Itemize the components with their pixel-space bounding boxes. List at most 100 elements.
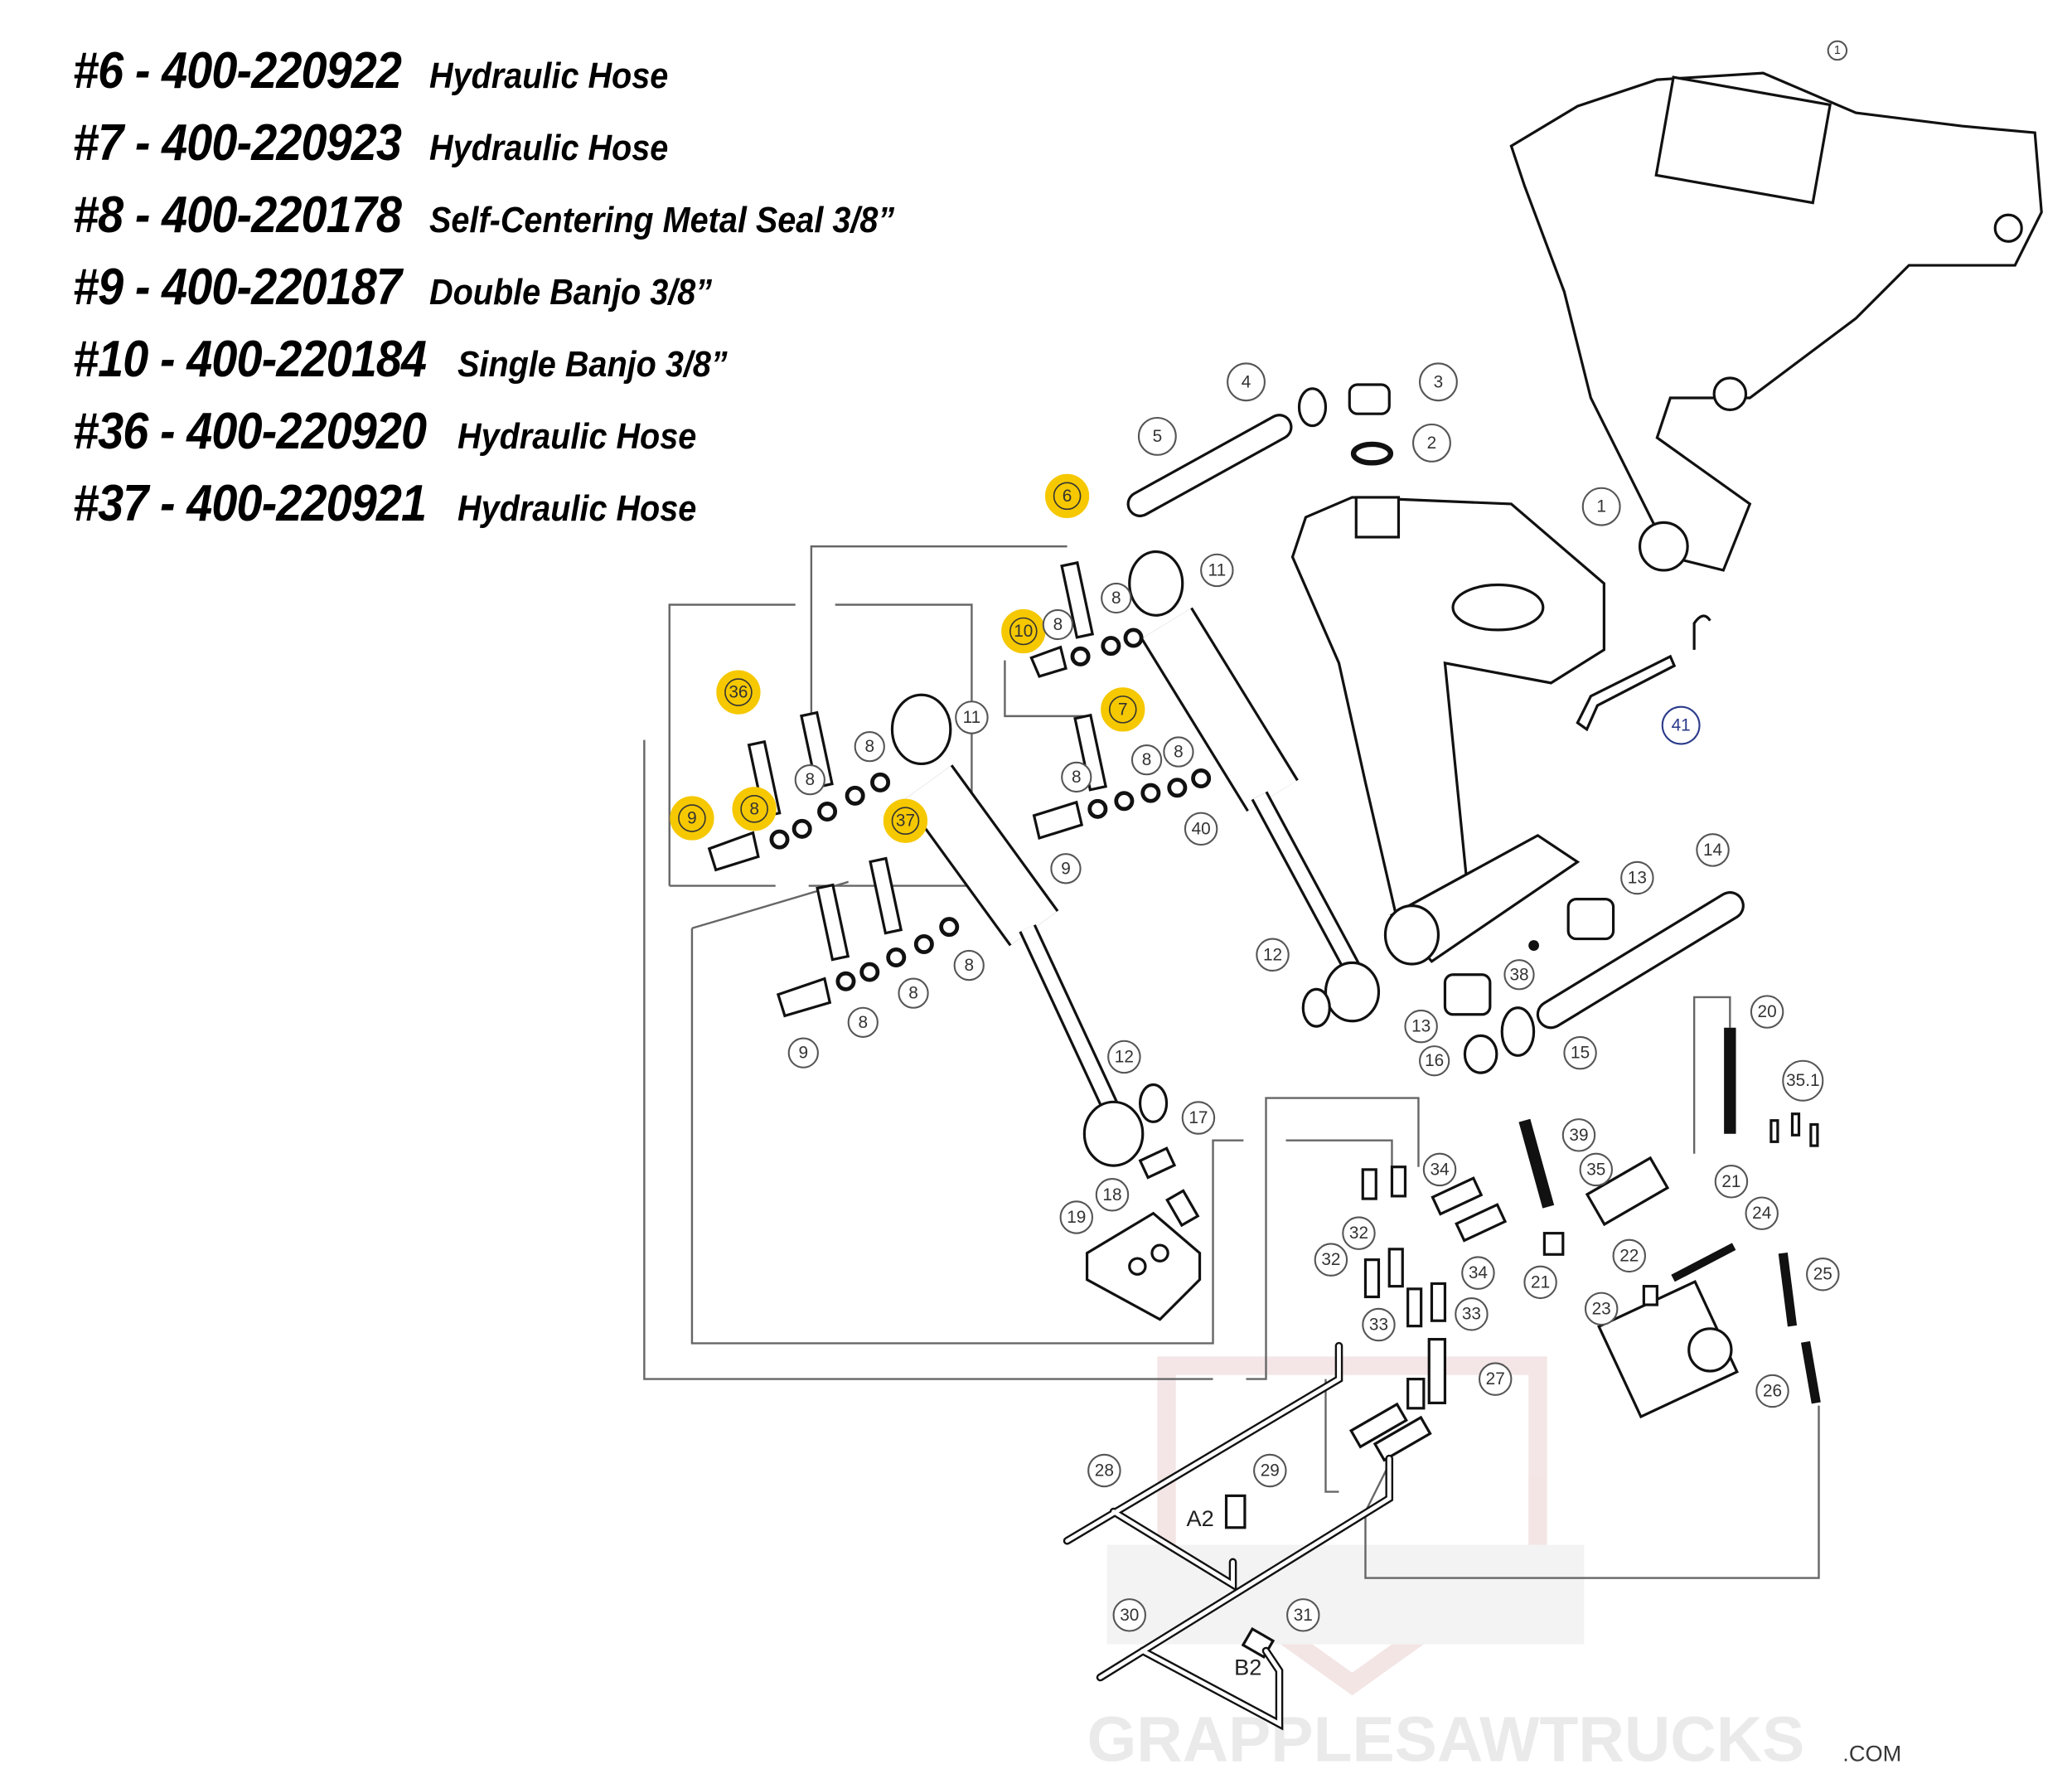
- callout-label: 29: [1261, 1461, 1280, 1480]
- callout: 24: [1745, 1196, 1779, 1230]
- callout: 3: [1419, 362, 1458, 402]
- callout: 14: [1696, 833, 1730, 867]
- part-description: Self-Centering Metal Seal 3/8”: [429, 200, 895, 240]
- callout: 20: [1750, 995, 1784, 1029]
- callout: 32: [1342, 1216, 1376, 1250]
- part-number: #10 - 400-220184: [73, 331, 427, 388]
- callout-label: 17: [1188, 1108, 1208, 1127]
- callout-label: 3: [1434, 372, 1444, 391]
- callout: 8: [854, 731, 885, 763]
- callout: 29: [1253, 1453, 1287, 1488]
- callout: 13: [1404, 1009, 1438, 1044]
- callout: 33: [1362, 1307, 1396, 1342]
- callout: 17: [1181, 1101, 1216, 1135]
- part-description: Hydraulic Hose: [457, 488, 696, 529]
- part-number: #9 - 400-220187: [73, 259, 402, 316]
- callout: 28: [1087, 1453, 1121, 1488]
- callout-label: 35.1: [1786, 1071, 1819, 1090]
- callout: 9: [1050, 853, 1082, 884]
- part-description: Hydraulic Hose: [429, 128, 669, 168]
- callout-label: 8: [806, 770, 816, 789]
- callout-label: 8: [864, 737, 874, 756]
- part-number: #7 - 400-220923: [73, 114, 402, 172]
- legend-row: #9 - 400-220187 Double Banjo 3/8”: [73, 258, 946, 330]
- callout-label: 6: [1063, 487, 1072, 506]
- part-description: Hydraulic Hose: [457, 416, 696, 457]
- callout: 21: [1714, 1165, 1749, 1199]
- callout-37: 37: [883, 798, 928, 843]
- pins-bushings: [1126, 383, 1745, 1074]
- callout: 35.1: [1782, 1059, 1824, 1102]
- callout: 33: [1455, 1297, 1489, 1331]
- callout-label: 1: [1596, 497, 1606, 516]
- callout-label: 8: [908, 984, 918, 1003]
- part-description: Hydraulic Hose: [429, 56, 669, 96]
- callout-label: 8: [964, 956, 974, 975]
- callout: 2: [1412, 423, 1451, 463]
- callout: 34: [1422, 1152, 1457, 1187]
- part-description: Single Banjo 3/8”: [457, 344, 728, 385]
- callout-label: 13: [1628, 869, 1647, 888]
- watermark-text: GRAPPLESAWTRUCKS: [1087, 1704, 1805, 1769]
- callout-label: 28: [1095, 1461, 1114, 1480]
- callout: 8: [1042, 608, 1074, 641]
- callout: 8: [1163, 736, 1194, 768]
- callout-label: 8: [1053, 615, 1063, 634]
- part-number: #6 - 400-220922: [73, 42, 402, 99]
- callout-label: 5: [1153, 427, 1163, 446]
- callout: 15: [1563, 1035, 1597, 1070]
- callout-label: 9: [687, 809, 697, 828]
- callout-label: 21: [1721, 1172, 1740, 1191]
- callout: 25: [1806, 1258, 1840, 1292]
- callout: 40: [1184, 812, 1218, 846]
- callout-label: 11: [963, 708, 981, 727]
- callout-label: 34: [1430, 1160, 1449, 1179]
- callout: 39: [1561, 1118, 1596, 1152]
- callout-label: 20: [1758, 1002, 1777, 1021]
- callout-label: 13: [1411, 1017, 1431, 1036]
- callout-label: 31: [1294, 1606, 1313, 1625]
- callout-label: 15: [1571, 1044, 1590, 1063]
- callout: 26: [1755, 1374, 1789, 1408]
- callout: 38: [1503, 959, 1535, 991]
- watermark: GRAPPLESAWTRUCKS .COM: [1087, 1356, 1901, 1769]
- callout-label: 33: [1369, 1316, 1388, 1335]
- callout: 8: [1130, 744, 1163, 776]
- callout: 8: [953, 949, 985, 981]
- callout-41: 41: [1661, 705, 1701, 745]
- callout: 34: [1461, 1256, 1495, 1290]
- callout: 8: [847, 1006, 879, 1038]
- callout-label: 18: [1102, 1185, 1121, 1204]
- callout: 8: [1061, 761, 1092, 793]
- callout: 8: [898, 977, 929, 1009]
- callout-label: 10: [1014, 622, 1033, 641]
- callout: 4: [1227, 362, 1266, 402]
- callout: 12: [1256, 938, 1290, 972]
- callout-label: 41: [1672, 716, 1691, 735]
- callout: 12: [1107, 1040, 1141, 1074]
- part-description: Double Banjo 3/8”: [429, 272, 713, 313]
- callout-label: 8: [858, 1013, 868, 1032]
- callout: 5: [1137, 416, 1177, 456]
- callout-label: 1: [1834, 44, 1841, 57]
- legend-row: #10 - 400-220184 Single Banjo 3/8”: [73, 330, 946, 402]
- callout-36: 36: [716, 670, 761, 715]
- callout: 35: [1579, 1152, 1614, 1187]
- callout-label: 35: [1586, 1160, 1605, 1179]
- callout-8: 8: [732, 787, 777, 831]
- callout-label: 7: [1118, 700, 1128, 719]
- callout-label: 8: [1142, 750, 1152, 769]
- callout-label: 34: [1469, 1263, 1488, 1282]
- callout-label: 8: [1072, 768, 1082, 787]
- callout-7: 7: [1101, 687, 1145, 732]
- callout-label: 36: [729, 683, 748, 702]
- callout-label: 21: [1531, 1272, 1550, 1292]
- callout-9: 9: [670, 796, 714, 841]
- callout-label: 25: [1813, 1265, 1832, 1284]
- callout: 8: [794, 764, 825, 796]
- callout-label: 9: [1061, 859, 1071, 878]
- grapple-frame: [1509, 71, 2043, 572]
- callout: 8: [1101, 582, 1132, 614]
